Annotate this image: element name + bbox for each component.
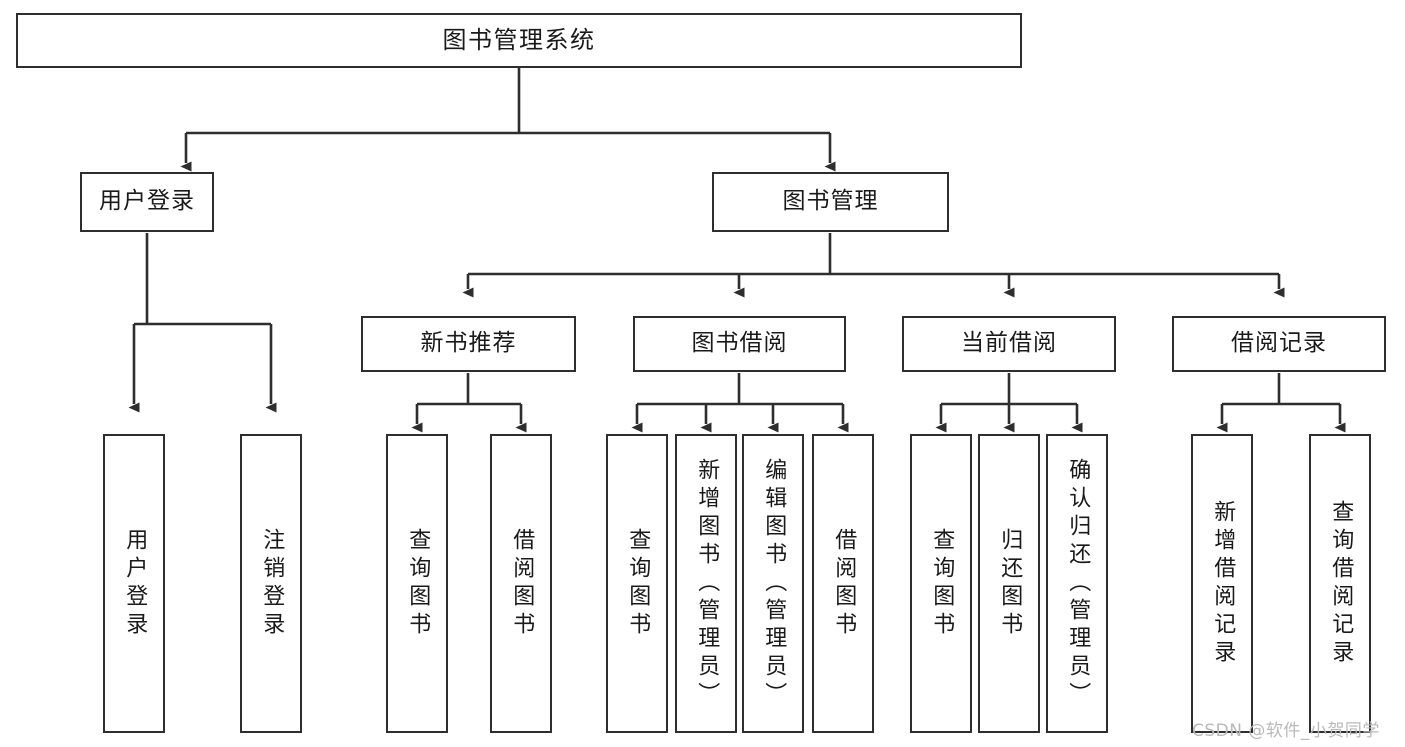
leaf-query-borrow-record[interactable]: 查询借阅记录	[1309, 434, 1371, 733]
node-book-borrow[interactable]: 图书借阅	[633, 316, 846, 372]
node-current-borrow[interactable]: 当前借阅	[902, 316, 1116, 372]
leaf-confirm-return-admin[interactable]: 确认归还（管理员）	[1046, 434, 1108, 733]
edge-group-root	[180, 68, 836, 172]
node-label: 借阅图书	[509, 527, 535, 640]
watermark-credit: CSDN @软件_小贺同学	[1192, 721, 1380, 741]
node-label: 查询图书	[625, 527, 651, 640]
node-label: 当前借阅	[961, 330, 1057, 357]
leaf-add-borrow-record[interactable]: 新增借阅记录	[1191, 434, 1253, 733]
node-user-login[interactable]: 用户登录	[80, 172, 214, 232]
leaf-logout[interactable]: 注销登录	[240, 434, 302, 733]
node-label: 图书借阅	[691, 330, 788, 357]
leaf-add-book-admin[interactable]: 新增图书（管理员）	[675, 434, 737, 733]
node-label: 注销登录	[259, 527, 285, 640]
edge-group-book-mgmt	[462, 233, 1285, 298]
node-label: 新增图书（管理员）	[694, 457, 720, 710]
leaf-borrow-book-1[interactable]: 借阅图书	[490, 434, 552, 733]
node-borrow-record[interactable]: 借阅记录	[1172, 316, 1386, 372]
leaf-query-book-3[interactable]: 查询图书	[910, 434, 972, 733]
leaf-return-book[interactable]: 归还图书	[978, 434, 1040, 733]
node-book-management[interactable]: 图书管理	[712, 172, 949, 232]
node-label: 图书管理系统	[442, 26, 596, 55]
leaf-query-book-1[interactable]: 查询图书	[386, 434, 448, 733]
edge-group-borrow-record	[1216, 373, 1346, 433]
node-label: 用户登录	[122, 527, 148, 640]
leaf-query-book-2[interactable]: 查询图书	[606, 434, 668, 733]
edge-group-current-borrow	[935, 373, 1083, 433]
node-root-system[interactable]: 图书管理系统	[16, 13, 1022, 68]
edge-group-new-book-rec	[411, 373, 527, 433]
node-label: 图书管理	[782, 188, 879, 215]
node-label: 借阅记录	[1231, 330, 1327, 357]
node-label: 查询图书	[929, 527, 955, 640]
node-new-book-recommend[interactable]: 新书推荐	[361, 316, 576, 372]
node-label: 新增借阅记录	[1210, 499, 1236, 668]
node-label: 新书推荐	[420, 330, 517, 357]
leaf-user-login[interactable]: 用户登录	[103, 434, 165, 733]
node-label: 归还图书	[997, 527, 1023, 640]
node-label: 编辑图书（管理员）	[761, 457, 787, 710]
node-label: 查询图书	[405, 527, 431, 640]
leaf-borrow-book-2[interactable]: 借阅图书	[812, 434, 874, 733]
edge-group-user-login	[128, 233, 277, 413]
edge-group-book-borrow	[631, 373, 849, 433]
node-label: 借阅图书	[831, 527, 857, 640]
node-label: 用户登录	[99, 188, 195, 215]
node-label: 查询借阅记录	[1328, 499, 1354, 668]
leaf-edit-book-admin[interactable]: 编辑图书（管理员）	[742, 434, 804, 733]
node-label: 确认归还（管理员）	[1065, 457, 1091, 710]
